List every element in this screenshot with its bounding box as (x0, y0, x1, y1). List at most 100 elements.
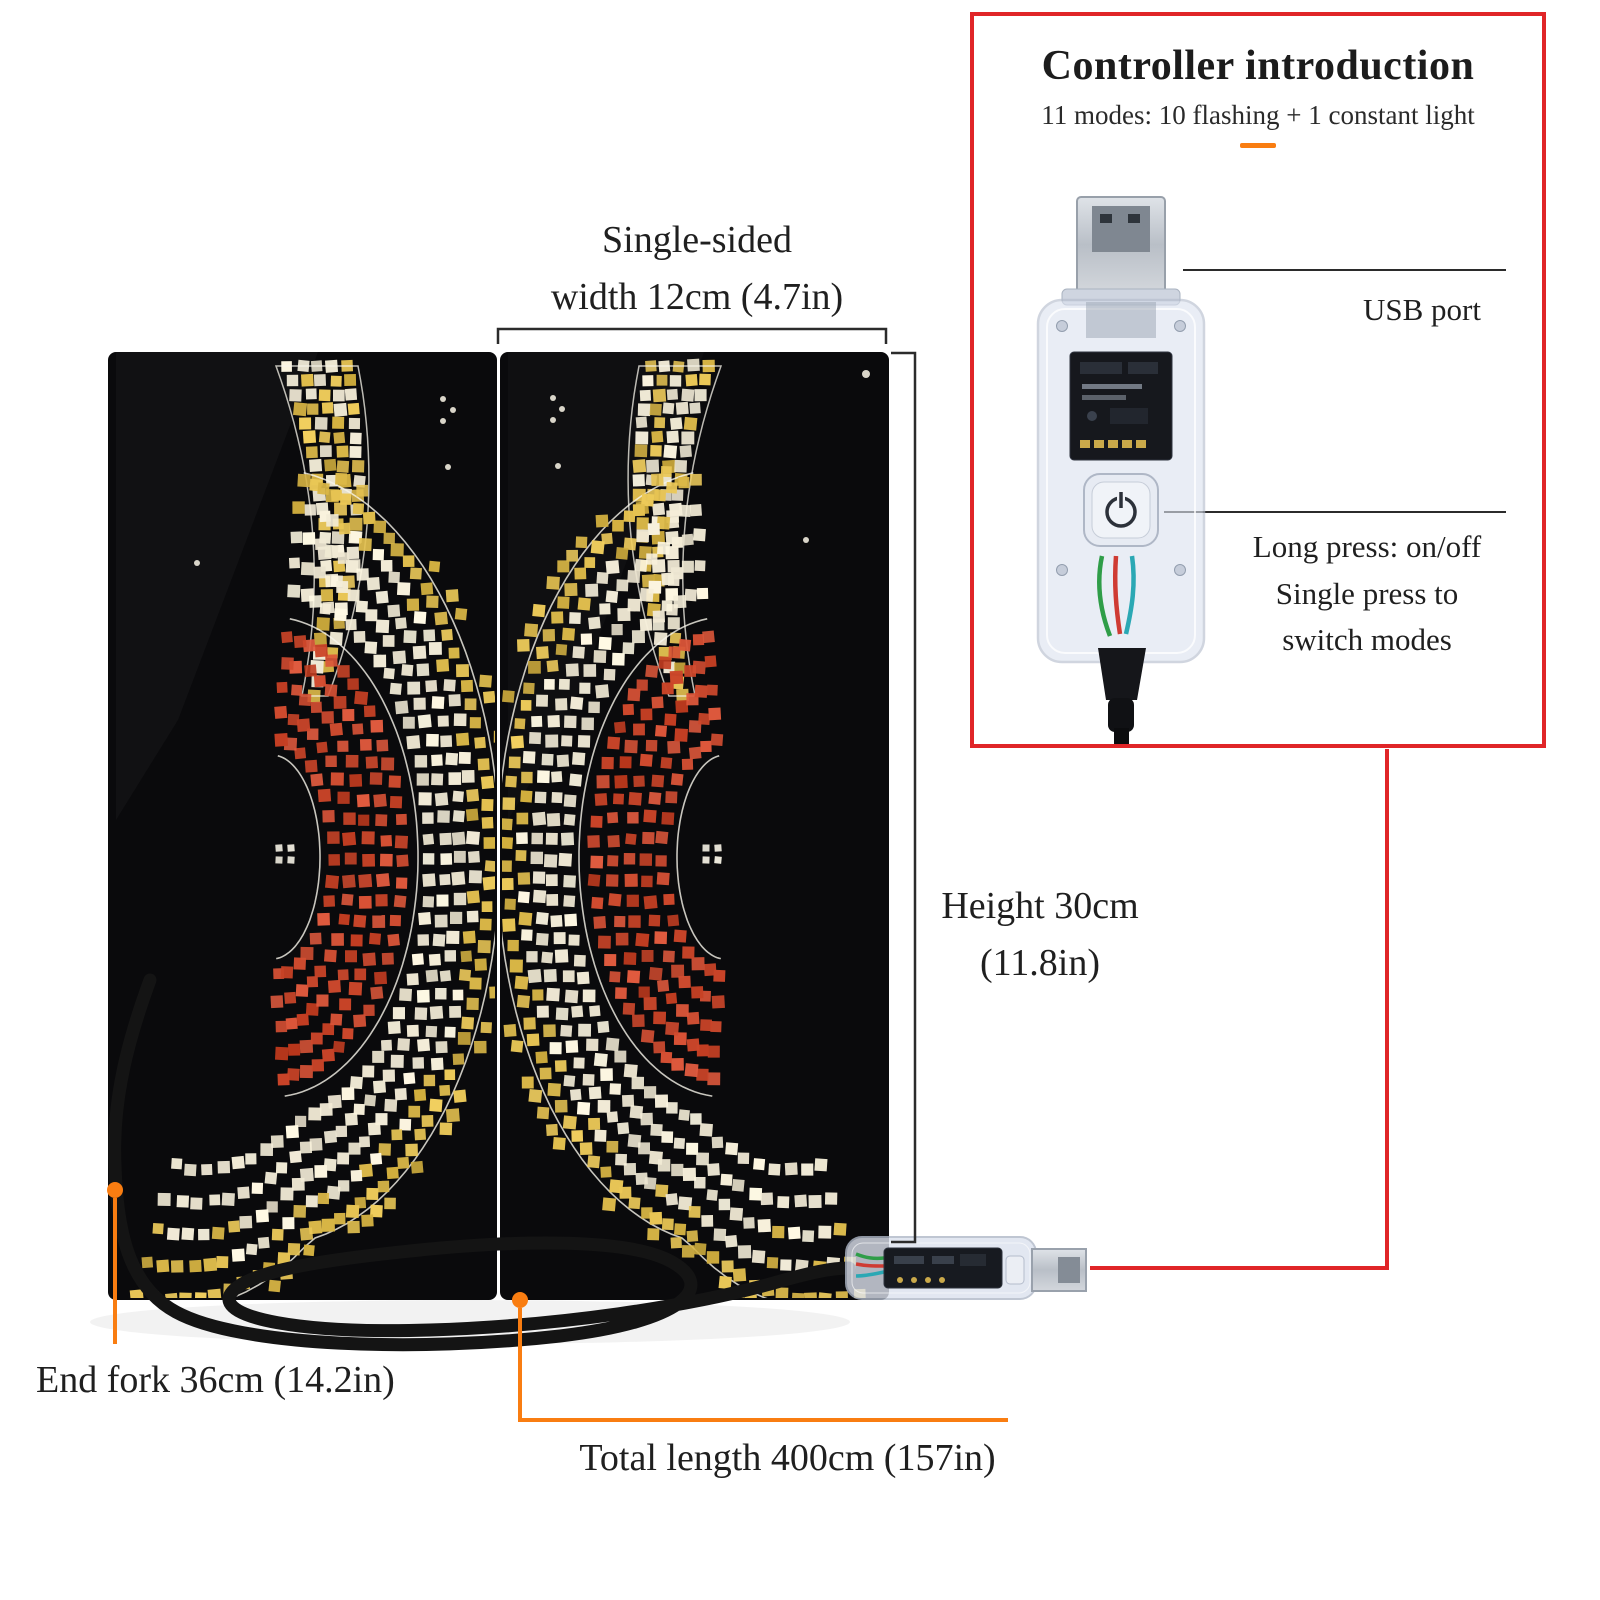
led-chip (663, 444, 678, 459)
led-chip (552, 1137, 566, 1151)
led-chip (562, 970, 575, 983)
led-chip (338, 913, 350, 926)
led-chip (178, 1292, 192, 1298)
led-chip (353, 475, 366, 488)
led-chip (689, 504, 702, 517)
led-chip (605, 590, 619, 603)
led-chip (293, 635, 307, 649)
led-chip (670, 567, 684, 580)
led-chip (584, 557, 596, 568)
end-fork-label: End fork 36cm (14.2in) (36, 1359, 395, 1401)
led-chip (388, 571, 400, 584)
led-chip (639, 618, 653, 632)
led-chip (330, 772, 344, 786)
led-chip (639, 853, 653, 866)
led-chip (350, 934, 363, 947)
led-chip (718, 1275, 732, 1290)
led-chip (696, 587, 709, 600)
led-chip (665, 992, 678, 1005)
led-chip (308, 1107, 322, 1121)
led-chip (725, 1142, 739, 1156)
led-chip (576, 1101, 591, 1116)
led-chip (453, 850, 466, 863)
led-chip (523, 1017, 536, 1030)
led-chip (201, 1163, 213, 1176)
led-chip (643, 1086, 657, 1099)
led-chip (468, 870, 483, 884)
led-chip (656, 872, 670, 886)
led-chip (536, 1005, 549, 1018)
led-chip (647, 523, 660, 536)
led-chip (638, 986, 650, 998)
led-chip (575, 536, 588, 549)
led-chip (382, 1069, 396, 1082)
led-chip (623, 853, 636, 865)
led-chip (337, 969, 349, 981)
led-chip (426, 733, 439, 747)
led-chip (544, 679, 555, 690)
led-chip (669, 417, 683, 430)
led-chip (306, 976, 319, 988)
led-chip (707, 1045, 720, 1058)
led-chip (660, 1051, 673, 1064)
led-chip (304, 759, 318, 773)
led-chip (393, 895, 407, 908)
led-chip (686, 1038, 700, 1052)
led-chip (622, 642, 635, 655)
led-chip (348, 1142, 361, 1155)
led-chip (482, 690, 495, 704)
led-chip (615, 932, 629, 946)
led-chip (700, 740, 712, 753)
led-chip (444, 1026, 456, 1038)
led-chip (556, 754, 570, 768)
led-chip (543, 1024, 556, 1038)
led-chip (437, 715, 449, 727)
led-chip (418, 792, 432, 806)
led-chip (343, 812, 356, 825)
led-chip (547, 715, 560, 728)
led-chip (403, 630, 417, 644)
led-chip (331, 531, 345, 545)
led-chip (416, 989, 430, 1003)
led-chip (275, 1020, 288, 1033)
led-chip (627, 688, 641, 702)
led-chip (654, 931, 668, 945)
led-chip (289, 389, 302, 402)
led-chip (731, 1178, 745, 1192)
led-chip (626, 970, 641, 984)
led-chip (348, 981, 363, 996)
led-chip (141, 1256, 154, 1269)
led-chip (732, 1268, 747, 1282)
led-chip (362, 511, 376, 525)
led-chip (337, 740, 349, 752)
led-chip (449, 911, 463, 925)
led-chip (665, 1021, 680, 1036)
led-chip (334, 608, 347, 622)
led-chip (453, 892, 467, 906)
led-chip (409, 567, 422, 580)
led-chip (612, 652, 625, 666)
led-chip (595, 684, 610, 699)
led-chip (227, 1220, 241, 1233)
led-chip (417, 934, 430, 946)
led-chip (517, 891, 530, 904)
silkscreen-line (132, 472, 495, 1298)
led-chip (682, 946, 695, 959)
led-chip (681, 431, 695, 445)
led-chip (381, 952, 394, 965)
led-chip (627, 1134, 642, 1148)
total-length-label: Total length 400cm (157in) (579, 1437, 996, 1479)
led-chip (662, 402, 675, 415)
led-chip (286, 1068, 300, 1081)
led-chip (641, 875, 653, 888)
led-chip (410, 1160, 424, 1174)
wire-green-inline (855, 1252, 885, 1261)
led-chip (714, 844, 722, 852)
width-bracket (496, 327, 888, 344)
led-chip (572, 646, 585, 659)
led-chip (602, 1197, 617, 1212)
led-chip (399, 988, 413, 1002)
led-chip (577, 735, 591, 748)
led-chip (289, 1150, 302, 1164)
led-chip (678, 504, 691, 518)
